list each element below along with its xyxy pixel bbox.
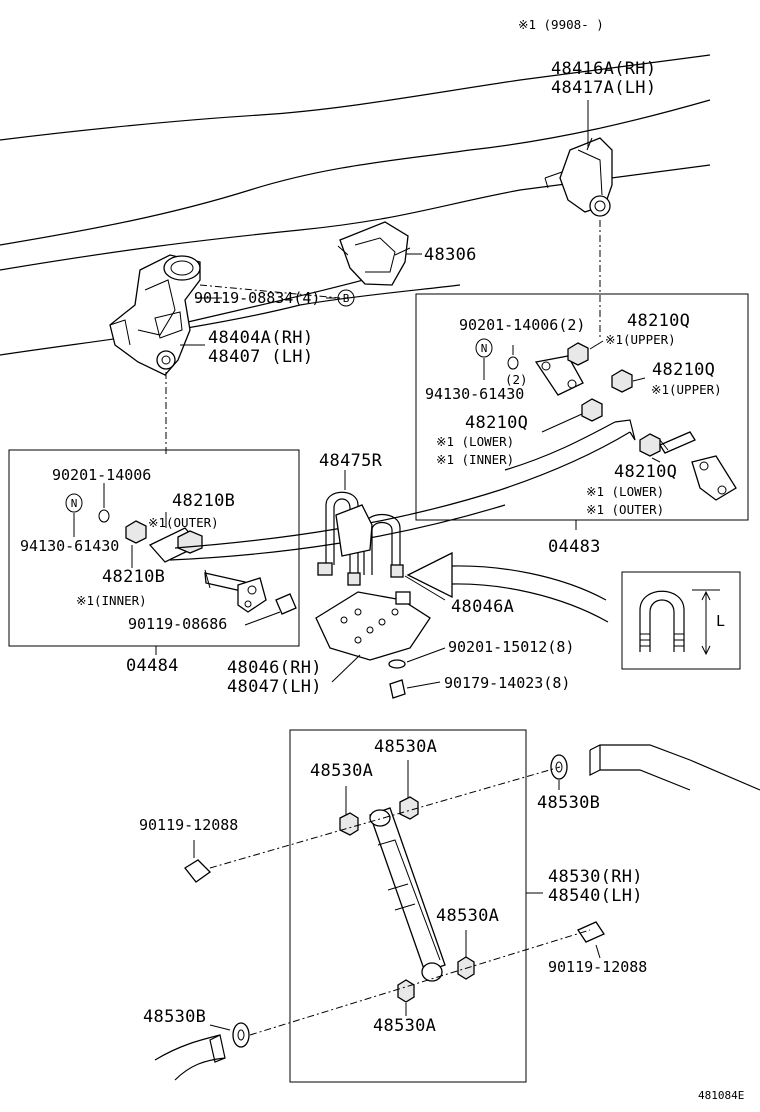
label-lower-c: ※1 (LOWER) (436, 434, 514, 449)
n-symbol-badge: N (475, 338, 493, 358)
label-04483: 04483 (548, 537, 601, 557)
label-48306: 48306 (424, 245, 477, 265)
svg-text:N: N (71, 497, 78, 510)
label-inner-c: ※1 (INNER) (436, 452, 514, 467)
washer-nut (388, 659, 406, 699)
label-inner-b: ※1(INNER) (76, 593, 147, 608)
label-94130-61430-r: 94130-61430 (425, 385, 524, 403)
label-90119-12088-2: 90119-12088 (548, 958, 647, 976)
label-lower-d: ※1 (LOWER) (586, 484, 664, 499)
label-48046A: 48046A (451, 597, 514, 617)
svg-text:B: B (343, 292, 350, 305)
rear-spring-hanger (544, 137, 613, 217)
label-48530: 48530(RH) (548, 867, 643, 887)
shock-absorber (369, 807, 446, 982)
leaf-spring (174, 489, 501, 549)
label-48407: 48407 (LH) (208, 347, 313, 367)
u-bolt-assembly (317, 491, 404, 586)
label-count-2: (2) (505, 372, 528, 387)
label-48530A-3: 48530A (436, 906, 499, 926)
label-48047: 48047(LH) (227, 677, 322, 697)
label-94130-61430-l: 94130-61430 (20, 537, 119, 555)
shock-bushings (339, 796, 475, 1003)
label-48417A: 48417A(LH) (551, 78, 656, 98)
label-48210B-b: 48210B (102, 567, 165, 587)
bushing-kit-box-04484 (8, 449, 300, 647)
label-90201-14006-2: 90201-14006(2) (459, 316, 585, 334)
front-spring-hanger (109, 254, 201, 376)
label-upper-a: ※1(UPPER) (605, 332, 676, 347)
label-90119-08834: 90119-08834(4) (194, 289, 320, 307)
label-90201-15012: 90201-15012(8) (448, 638, 574, 656)
figure-code: 481084E (698, 1089, 744, 1102)
label-48210Q-b: 48210Q (652, 360, 715, 380)
shock-bolts (184, 754, 605, 1048)
label-48210Q-a: 48210Q (627, 311, 690, 331)
b-symbol-badge: B (337, 289, 355, 307)
label-48416A: 48416A(RH) (551, 59, 656, 79)
note-top: ※1 (9908- ) (518, 17, 604, 32)
label-90119-12088-1: 90119-12088 (139, 816, 238, 834)
label-90201-14006: 90201-14006 (52, 466, 151, 484)
label-48530B-1: 48530B (537, 793, 600, 813)
label-48530A-4: 48530A (373, 1016, 436, 1036)
u-bolt-length-inset (621, 571, 741, 670)
label-48210B-a: 48210B (172, 491, 235, 511)
rear-shackle-parts (499, 342, 737, 501)
label-90179-14023: 90179-14023(8) (444, 674, 570, 692)
shock-absorber-box (289, 729, 527, 1083)
label-48530B-2: 48530B (143, 1007, 206, 1027)
label-04484: 04484 (126, 656, 179, 676)
mount-stubs (154, 744, 760, 1081)
label-90119-08686: 90119-08686 (128, 615, 227, 633)
bracket-48306 (337, 221, 411, 286)
spring-plate (315, 591, 431, 661)
bushing-kit-box-04483 (415, 293, 749, 521)
label-48210Q-d: 48210Q (614, 462, 677, 482)
label-48046: 48046(RH) (227, 658, 322, 678)
label-48530A-1: 48530A (374, 737, 437, 757)
label-upper-b: ※1(UPPER) (651, 382, 722, 397)
direction-arrow (406, 551, 609, 623)
label-48530A-2: 48530A (310, 761, 373, 781)
svg-text:L: L (716, 612, 725, 630)
label-48540: 48540(LH) (548, 886, 643, 906)
label-outer-a: ※1(OUTER) (148, 515, 219, 530)
u-bolt-length-diagram: L (639, 589, 725, 656)
front-eye-parts (98, 509, 297, 615)
label-48404A: 48404A(RH) (208, 328, 313, 348)
label-48475R: 48475R (319, 451, 383, 471)
n-symbol-badge-left: N (65, 493, 83, 513)
svg-text:N: N (481, 342, 488, 355)
label-48210Q-c: 48210Q (465, 413, 528, 433)
label-outer-d: ※1 (OUTER) (586, 502, 664, 517)
